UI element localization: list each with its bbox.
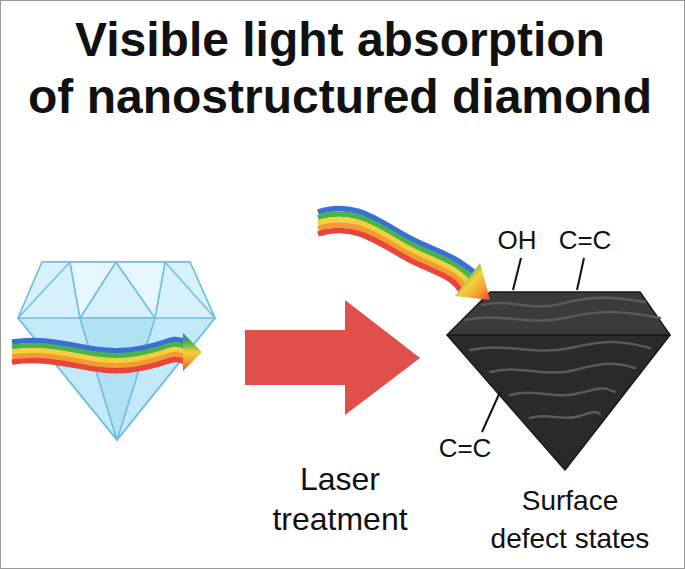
- group-label: OH: [487, 224, 547, 256]
- spacer: [615, 11, 665, 68]
- leader-line: [482, 392, 500, 432]
- spacer: [15, 11, 65, 68]
- process-arrow: [245, 300, 420, 415]
- group-label: C=C: [550, 224, 620, 256]
- process-label: Laser treatment: [265, 459, 415, 539]
- leader-line: [577, 258, 584, 290]
- light-ray: [318, 208, 490, 300]
- leader-line: [513, 258, 521, 290]
- title: Visible light absorption of nanostructur…: [28, 13, 652, 123]
- title-box: Visible light absorption of nanostructur…: [15, 11, 665, 125]
- group-label: C=C: [430, 432, 500, 464]
- light-ray: [12, 333, 202, 371]
- state-label: Surface defect states: [485, 482, 655, 558]
